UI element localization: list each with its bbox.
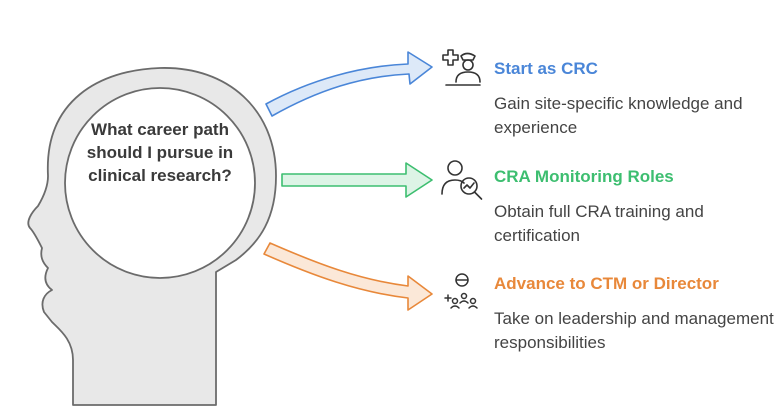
path-item-cra: CRA Monitoring Roles Obtain full CRA tra… (494, 166, 774, 248)
arrow-to-ctm (263, 242, 433, 311)
path-description: Obtain full CRA training and certificati… (494, 202, 704, 245)
path-title: CRA Monitoring Roles (494, 167, 674, 186)
path-item-crc: Start as CRC Gain site-specific knowledg… (494, 58, 774, 140)
path-description: Take on leadership and management respon… (494, 309, 774, 352)
arrow-to-crc (265, 51, 433, 117)
arrow-to-cra (281, 162, 433, 198)
path-item-ctm: Advance to CTM or Director Take on leade… (494, 273, 774, 355)
path-title: Start as CRC (494, 59, 598, 78)
path-title: Advance to CTM or Director (494, 274, 719, 293)
analyst-search-icon (441, 160, 483, 200)
path-description: Gain site-specific knowledge and experie… (494, 94, 743, 137)
thought-circle (64, 87, 256, 279)
team-leader-icon (444, 273, 478, 309)
nurse-icon (442, 49, 481, 86)
central-question: What career path should I pursue in clin… (86, 120, 234, 185)
